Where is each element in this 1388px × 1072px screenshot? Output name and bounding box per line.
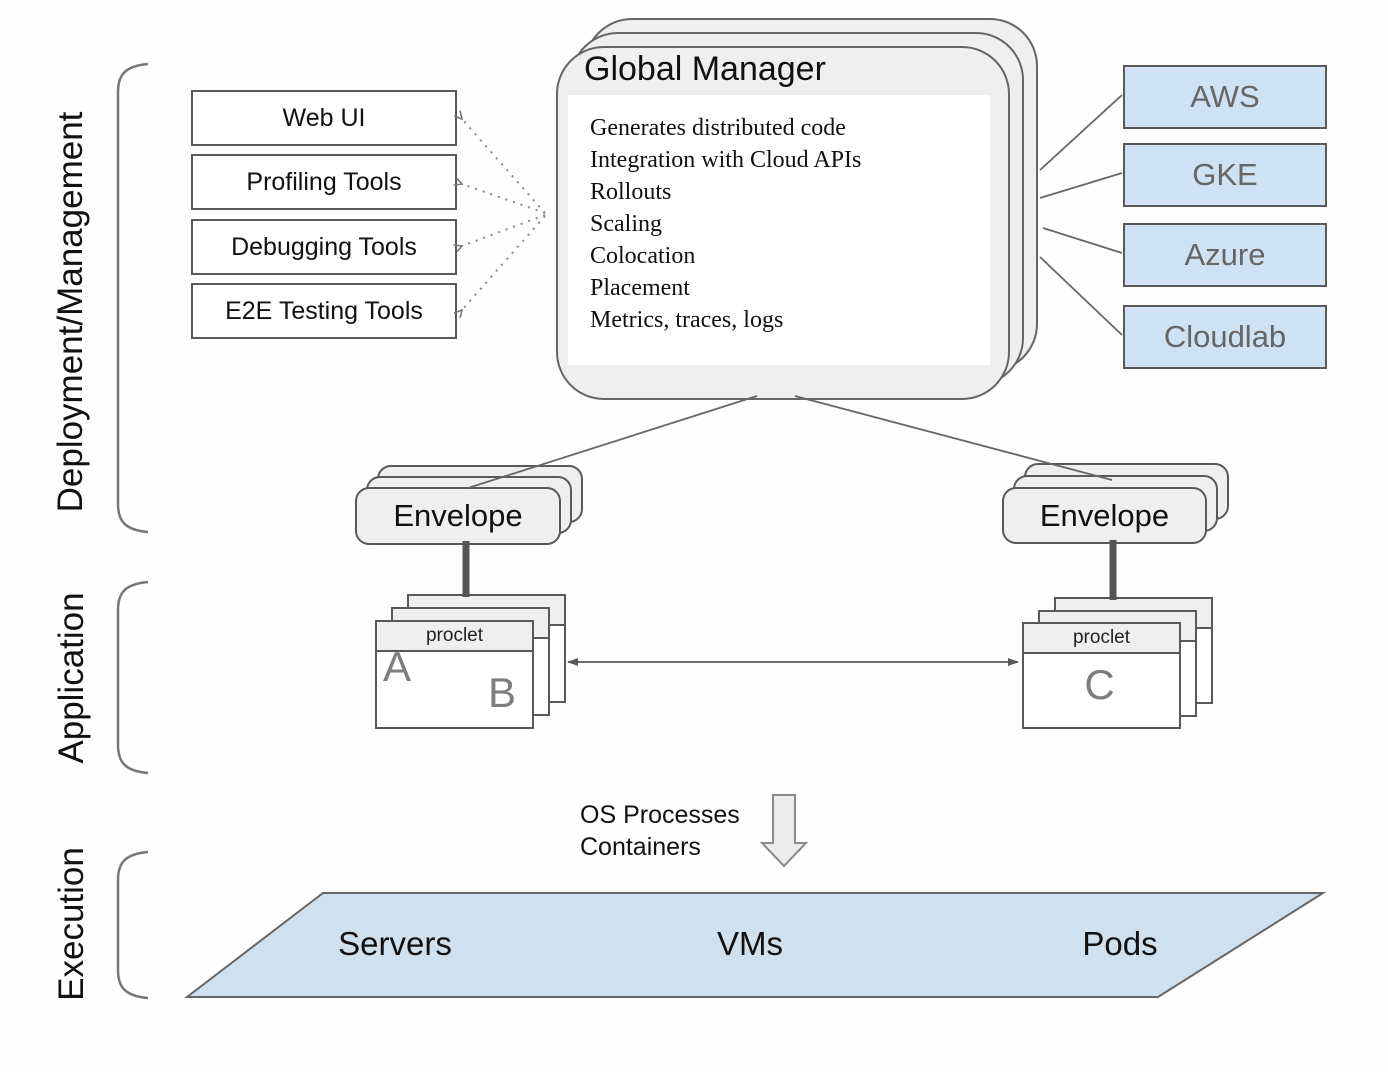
proclet-card-front-left: proclet — [375, 620, 534, 729]
feature-item: Generates distributed code — [590, 115, 846, 141]
proclet-letter-a: A — [383, 643, 412, 690]
cloud-box-cloudlab: Cloudlab — [1123, 305, 1327, 369]
tool-box-label: Profiling Tools — [246, 167, 402, 196]
proclet-card-header: proclet — [1024, 624, 1179, 654]
tool-box-label: Debugging Tools — [231, 232, 417, 261]
feature-item: Placement — [590, 275, 690, 301]
platform-label-pods: Pods — [1082, 925, 1158, 962]
note-containers: Containers — [580, 833, 701, 861]
tool-box-profiling: Profiling Tools — [191, 154, 457, 210]
global-manager-feature-panel — [568, 95, 990, 365]
envelope-right: Envelope — [1002, 487, 1207, 544]
cloud-box-label: AWS — [1190, 79, 1260, 114]
cloud-box-aws: AWS — [1123, 65, 1327, 129]
platform-label-servers: Servers — [338, 925, 452, 962]
tool-box-label: Web UI — [282, 103, 366, 132]
feature-item: Rollouts — [590, 179, 672, 205]
tool-box-e2e-testing: E2E Testing Tools — [191, 283, 457, 339]
proclet-card-header: proclet — [377, 622, 532, 652]
envelope-label: Envelope — [393, 498, 523, 533]
cloud-box-label: Azure — [1184, 237, 1266, 272]
cloud-box-azure: Azure — [1123, 223, 1327, 287]
layer-label-deployment-management: Deployment/Management — [51, 111, 90, 513]
cloud-box-label: Cloudlab — [1163, 319, 1287, 354]
proclet-letter-b: B — [488, 669, 517, 716]
tool-box-web-ui: Web UI — [191, 90, 457, 146]
layer-label-application: Application — [52, 592, 91, 764]
proclet-card-front-right: proclet — [1022, 622, 1181, 729]
tool-box-label: E2E Testing Tools — [225, 296, 423, 325]
down-block-arrow-icon — [759, 794, 809, 868]
layer-label-execution: Execution — [52, 847, 91, 1001]
global-manager-feature-list: Generates distributed code Integration w… — [590, 112, 861, 336]
feature-item: Integration with Cloud APIs — [590, 147, 862, 173]
platform-parallelogram — [184, 892, 1327, 998]
global-manager-title: Global Manager — [584, 50, 826, 88]
envelope-label: Envelope — [1039, 497, 1170, 533]
tool-box-debugging: Debugging Tools — [191, 219, 457, 275]
proclet-letter-c: C — [1084, 661, 1115, 708]
cloud-box-gke: GKE — [1123, 143, 1327, 207]
note-os-processes: OS Processes — [580, 801, 740, 829]
cloud-box-label: GKE — [1192, 157, 1258, 192]
feature-item: Scaling — [590, 211, 662, 237]
envelope-left: Envelope — [355, 487, 561, 545]
feature-item: Colocation — [590, 243, 696, 269]
feature-item: Metrics, traces, logs — [590, 307, 784, 333]
platform-label-vms: VMs — [717, 925, 783, 962]
proclet-header-label: proclet — [1072, 627, 1131, 648]
proclet-header-label: proclet — [425, 625, 484, 646]
